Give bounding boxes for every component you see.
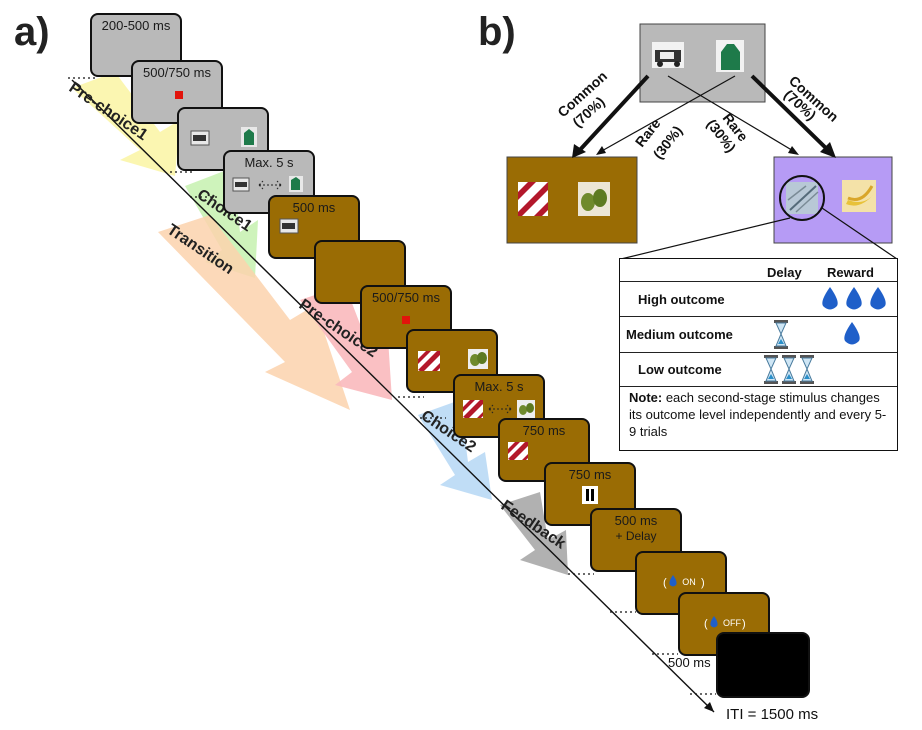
- table-row-high: High outcome: [620, 281, 897, 317]
- screen-iti-black: [716, 632, 810, 698]
- reward-drops: [822, 287, 886, 310]
- row-label: High outcome: [638, 292, 725, 307]
- svg-text:(: (: [663, 577, 667, 589]
- screen-duration-label: 500/750 ms: [372, 290, 440, 305]
- timeline-line: [71, 79, 715, 713]
- delay-hourglasses: [774, 320, 788, 349]
- choice1-stimuli: [232, 176, 303, 192]
- stripes-icon: [463, 400, 483, 418]
- timeline-arrowhead: [704, 702, 714, 712]
- table-note: Note: each second-stage stimulus changes…: [629, 389, 893, 440]
- kiwi-icon: [468, 349, 488, 369]
- reward-off-label: OFF: [723, 618, 741, 628]
- phase-arrows: [72, 72, 568, 575]
- screen-duration-label: 500/750 ms: [143, 65, 211, 80]
- screen-duration-label: 750 ms: [568, 467, 612, 482]
- row-label: Low outcome: [638, 362, 722, 377]
- hourglass-icon: [782, 355, 796, 384]
- phase-arrow-prechoice2: [300, 285, 392, 400]
- note-bold: Note:: [629, 390, 663, 405]
- kiwi-icon: [517, 400, 535, 418]
- first-stage-stimuli: [190, 127, 257, 147]
- fixation-dot: [402, 316, 410, 324]
- screen-duration-label: 750 ms: [522, 423, 566, 438]
- screen-stimuli-2: [406, 329, 498, 393]
- col-reward-header: Reward: [827, 265, 874, 280]
- screen-duration-label: 500 ms: [614, 513, 658, 528]
- panel-b-letter: b): [478, 10, 516, 54]
- final-duration-label: 500 ms: [668, 655, 711, 670]
- phase-arrow-choice1: [185, 168, 258, 278]
- fixation-dot: [175, 91, 183, 99]
- pause-icon: [582, 486, 598, 504]
- reward-drops: [844, 322, 860, 345]
- svg-text:(: (: [704, 618, 708, 630]
- delay-hourglasses: [764, 355, 814, 384]
- svg-text:): ): [701, 577, 705, 589]
- iti-label: ITI = 1500 ms: [726, 706, 819, 723]
- choice-arrows-icon: [258, 180, 282, 190]
- phase-arrow-transition: [158, 215, 350, 410]
- screen-duration-label: 200-500 ms: [101, 18, 171, 33]
- hourglass-icon: [800, 355, 814, 384]
- water-drop-icon: [844, 322, 860, 345]
- screen-duration-label: Max. 5 s: [474, 379, 524, 394]
- hourglass-icon: [764, 355, 778, 384]
- timeline-ticks: [68, 77, 716, 695]
- water-drop-icon: [710, 616, 718, 628]
- water-drop-icon: [846, 287, 862, 310]
- outcome-table: Delay Reward High outcome Medium outcome: [619, 258, 898, 451]
- choice-arrows-icon: [488, 404, 512, 414]
- col-delay-header: Delay: [767, 265, 802, 280]
- screen-delay-label: + Delay: [615, 529, 657, 543]
- screen-duration-label: Max. 5 s: [244, 155, 294, 170]
- phase-arrow-prechoice1: [72, 72, 180, 176]
- row-label: Medium outcome: [626, 327, 733, 342]
- table-row-low: Low outcome: [620, 353, 897, 387]
- note-text: each second-stage stimulus changes its o…: [629, 390, 887, 439]
- phase-arrow-feedback: [500, 492, 568, 575]
- stripes-icon: [508, 442, 528, 460]
- table-row-medium: Medium outcome: [620, 317, 897, 353]
- svg-text:): ): [742, 618, 746, 630]
- panel-a-letter: a): [14, 10, 50, 54]
- reward-on-label: ON: [682, 577, 696, 587]
- water-drop-icon: [822, 287, 838, 310]
- stripes-icon: [418, 351, 440, 371]
- hourglass-icon: [774, 320, 788, 349]
- water-drop-icon: [870, 287, 886, 310]
- water-drop-icon: [669, 575, 677, 587]
- screen-duration-label: 500 ms: [292, 200, 336, 215]
